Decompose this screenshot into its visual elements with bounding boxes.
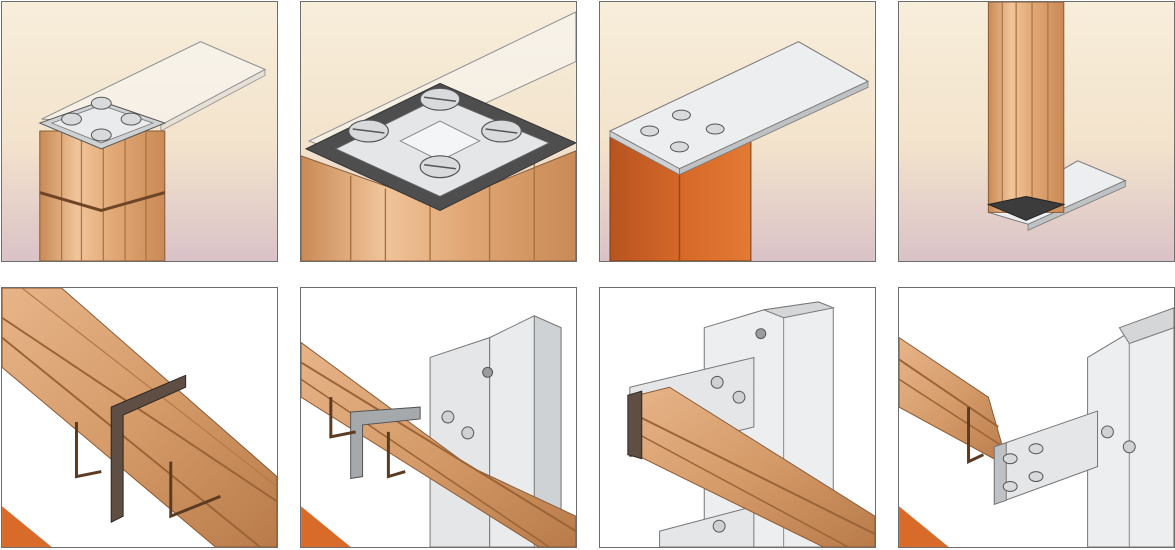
screw-slot [424,164,456,170]
beam-groove [21,288,277,487]
beam-steel-post-drawing [301,288,576,547]
beam-sleeve-drawing [2,288,277,547]
bolt-icon [482,366,494,378]
beam-groove [301,378,550,547]
post-base-collar [986,195,1066,221]
post-body [39,130,166,261]
screw-slot [352,128,385,134]
beam-body [2,288,277,547]
screw-icon [90,96,112,110]
steel-column-side [1118,307,1174,345]
screw-icon [640,125,660,137]
floor-slab [2,506,52,547]
beam-end-column-drawing [600,288,875,547]
bolt-icon [732,390,746,404]
panel-post-top-closeup [300,1,577,262]
panel-beam-sleeve [1,287,278,548]
screw-slot [485,128,518,134]
floor-slab [899,506,949,547]
bolt-icon [461,426,475,440]
screw-icon [61,112,82,126]
panel-beam-end-plate [898,287,1175,548]
post-top-cap-drawing [2,2,277,261]
bolt-icon [755,328,767,340]
band-clamp [74,421,102,479]
band-clamp [169,461,221,519]
solid-post-plate-drawing [600,2,875,261]
panel-solid-post-plate [599,1,876,262]
cap-plate-edge [160,68,266,132]
screw-icon [1028,471,1044,483]
floor-slab [301,506,351,547]
steel-column-side [533,315,562,547]
screw-icon [1028,443,1044,455]
beam-groove [639,434,849,547]
steel-column-side [761,301,835,319]
foot-plate-edge [1027,180,1126,231]
beam-end-plate-drawing [899,288,1174,547]
post-base-drawing [899,2,1174,261]
band-clamp [386,431,406,479]
profile-core [399,120,481,162]
panel-beam-steel-post [300,287,577,548]
connection-plate [659,505,755,547]
screw-icon [670,141,689,153]
band-clamp [39,191,166,212]
bolt-icon [441,410,455,424]
metal-plate-edge [609,130,680,176]
screw-icon [672,109,691,121]
screw-slot [424,96,456,102]
beam-groove [2,316,277,503]
bolt-icon [712,519,726,533]
band-clamp [329,397,356,439]
end-plate-edge [993,442,1007,506]
panel-beam-end-column [599,287,876,548]
screw-icon [90,128,112,142]
beam-end-cap [627,390,643,460]
bolt-icon [710,375,724,389]
bolt-icon [1122,440,1136,454]
screw-icon [1002,481,1018,492]
steel-column-face [1087,317,1174,547]
screw-icon [1002,453,1018,465]
band-clamp [967,407,985,464]
sleeve-bracket [110,374,187,523]
post-body [987,2,1065,213]
panel-post-top-cap [1,1,278,262]
beam-groove [899,358,999,428]
connection-plate [429,336,491,547]
screw-icon [705,123,725,135]
beam-groove [301,361,576,532]
screw-icon [120,112,142,126]
panel-post-base [898,1,1175,262]
sleeve-bracket [350,406,421,480]
beam-groove [639,416,875,535]
beam-groove [2,336,261,547]
post-top-closeup-drawing [301,2,576,261]
beam-groove [899,378,1004,448]
bolt-icon [1101,425,1114,439]
